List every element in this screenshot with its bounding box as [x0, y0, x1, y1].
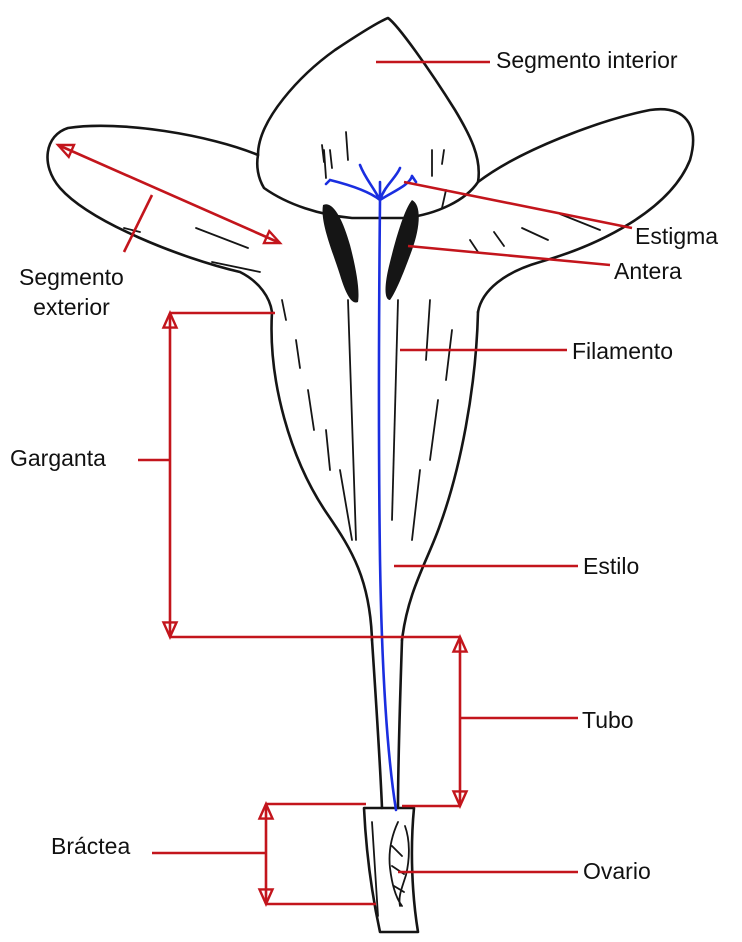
label-leaders	[58, 62, 632, 904]
ovary-pattern	[372, 822, 409, 916]
tepal-veins	[124, 132, 600, 540]
label-estilo: Estilo	[583, 555, 639, 578]
leader-estigma	[404, 182, 632, 228]
leader-segmento-exterior-stub	[124, 195, 152, 252]
filament-lines	[322, 145, 444, 540]
label-antera: Antera	[614, 260, 682, 283]
arrowhead-segmento-exterior-right	[264, 231, 280, 243]
label-tubo: Tubo	[582, 709, 634, 732]
filament-line-left	[348, 300, 356, 540]
label-estigma: Estigma	[635, 225, 718, 248]
stamen-stub-lines	[322, 145, 444, 168]
label-garganta: Garganta	[10, 447, 106, 470]
leader-segmento-exterior-span	[58, 145, 280, 243]
right-anther	[386, 200, 419, 300]
label-segmento-exterior-line1: Segmento	[19, 262, 124, 292]
label-ovario: Ovario	[583, 860, 651, 883]
label-bractea: Bráctea	[51, 835, 130, 858]
inner-segment-outline	[257, 18, 479, 218]
stigma-branches	[326, 165, 416, 200]
throat-left-outline	[272, 312, 372, 640]
label-segmento-exterior-line2: exterior	[19, 292, 124, 322]
arrowhead-segmento-exterior-left	[58, 145, 74, 157]
throat-right-outline	[402, 312, 478, 640]
anthers	[323, 200, 419, 303]
filament-line-right	[392, 300, 398, 520]
label-segmento-interior: Segmento interior	[496, 49, 678, 72]
flower-outline	[48, 18, 694, 932]
label-segmento-exterior: Segmento exterior	[19, 262, 124, 322]
label-filamento: Filamento	[572, 340, 673, 363]
